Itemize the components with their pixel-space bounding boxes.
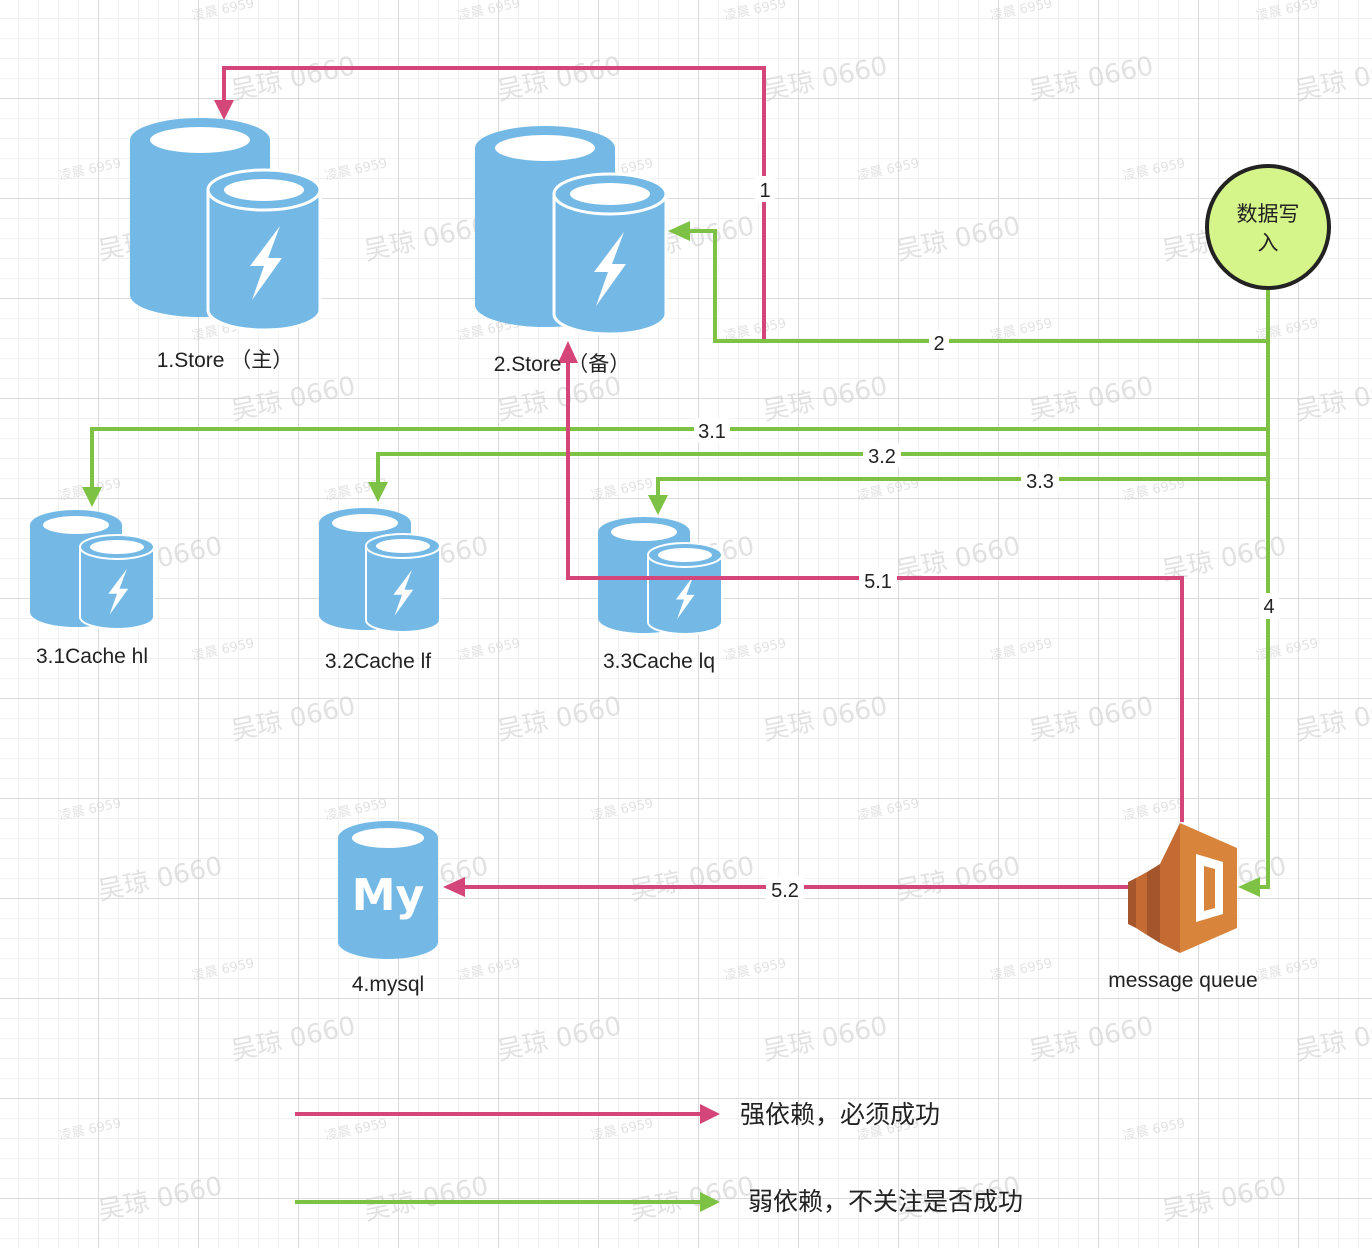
watermark-small: 凌晨 6959 (191, 0, 256, 24)
edge-2-label: 2 (933, 333, 944, 355)
watermark-large: 吴琼 0660 (893, 851, 1023, 907)
mysql-label: 4.mysql (352, 973, 424, 996)
mysql-icon: My (338, 821, 438, 959)
watermark-small: 凌晨 6959 (457, 0, 522, 24)
watermark-large: 吴琼 0660 (228, 371, 358, 427)
watermark-large: 吴琼 0660 (1292, 371, 1372, 427)
data-write-line2: 入 (1258, 232, 1279, 255)
watermark-small: 凌晨 6959 (856, 796, 921, 824)
watermark-large: 吴琼 0660 (95, 1171, 225, 1227)
watermark-small: 凌晨 6959 (1255, 636, 1320, 664)
watermark-small: 凌晨 6959 (723, 636, 788, 664)
store-backup-label: 2.Store （备） (494, 353, 631, 376)
watermark-large: 吴琼 0660 (1026, 1011, 1156, 1067)
edge-3-2 (368, 452, 1268, 502)
watermark-small: 凌晨 6959 (590, 476, 655, 504)
watermark-small: 凌晨 6959 (457, 636, 522, 664)
watermark-large: 吴琼 0660 (1026, 51, 1156, 107)
watermark-small: 凌晨 6959 (324, 796, 389, 824)
watermark-large: 吴琼 0660 (1026, 691, 1156, 747)
legend-strong-arrow (295, 1104, 720, 1124)
watermark-small: 凌晨 6959 (191, 636, 256, 664)
watermark-small: 凌晨 6959 (58, 1116, 123, 1144)
watermark-small: 凌晨 6959 (1122, 156, 1187, 184)
watermark-large: 吴琼 0660 (893, 211, 1023, 267)
watermark-small: 凌晨 6959 (856, 156, 921, 184)
edge-4-label: 4 (1263, 596, 1274, 618)
edge-4 (1238, 290, 1270, 897)
watermark-small: 凌晨 6959 (58, 796, 123, 824)
legend-weak-label: 弱依赖，不关注是否成功 (748, 1187, 1023, 1216)
cache-lq-label: 3.3Cache lq (603, 650, 715, 673)
watermark-small: 凌晨 6959 (989, 0, 1054, 24)
watermark-large: 吴琼 0660 (627, 1171, 757, 1227)
watermark-small: 凌晨 6959 (324, 156, 389, 184)
watermark-small: 凌晨 6959 (723, 0, 788, 24)
watermark-large: 吴琼 0660 (494, 51, 624, 107)
watermark-large: 吴琼 0660 (228, 691, 358, 747)
edge-3-3-label: 3.3 (1026, 471, 1054, 493)
watermark-large: 吴琼 0660 (494, 1011, 624, 1067)
edge-5-2-label: 5.2 (771, 880, 799, 902)
watermark-small: 凌晨 6959 (590, 796, 655, 824)
store-backup-icon (475, 126, 668, 336)
watermark-large: 吴琼 0660 (228, 51, 358, 107)
edge-1-label: 1 (759, 180, 770, 202)
watermark-large: 吴琼 0660 (494, 691, 624, 747)
legend: 强依赖，必须成功 弱依赖，不关注是否成功 (295, 1100, 1023, 1216)
watermark-large: 吴琼 0660 (228, 1011, 358, 1067)
cache-lf-icon (319, 508, 441, 633)
edge-3-2-label: 3.2 (868, 446, 896, 468)
watermark-small: 凌晨 6959 (989, 956, 1054, 984)
edge-5-1-label: 5.1 (864, 571, 892, 593)
watermark-large: 吴琼 0660 (494, 371, 624, 427)
watermark-large: 吴琼 0660 (627, 851, 757, 907)
watermark-small: 凌晨 6959 (324, 1116, 389, 1144)
watermark-large: 吴琼 0660 (1292, 51, 1372, 107)
watermark-large: 吴琼 0660 (361, 1171, 491, 1227)
data-write-line1: 数据写 (1237, 203, 1300, 226)
edge-3-1-label: 3.1 (698, 421, 726, 443)
watermark-small: 凌晨 6959 (1255, 0, 1320, 24)
data-write-node: 数据写 入 (1205, 164, 1331, 290)
watermark-small: 凌晨 6959 (457, 956, 522, 984)
legend-strong-label: 强依赖，必须成功 (740, 1100, 940, 1129)
cache-hl-icon (30, 510, 155, 630)
watermark-small: 凌晨 6959 (58, 156, 123, 184)
message-queue-icon (1128, 823, 1237, 953)
watermark-small: 凌晨 6959 (1122, 1116, 1187, 1144)
watermark-large: 吴琼 0660 (1026, 371, 1156, 427)
watermark-large: 吴琼 0660 (760, 51, 890, 107)
watermark-small: 凌晨 6959 (1122, 796, 1187, 824)
watermark-large: 吴琼 0660 (1292, 691, 1372, 747)
mysql-logo-text: My (352, 870, 424, 921)
watermark-large: 吴琼 0660 (760, 371, 890, 427)
watermark-large: 吴琼 0660 (361, 211, 491, 267)
cache-lq-icon (598, 517, 723, 635)
watermark-small: 凌晨 6959 (590, 1116, 655, 1144)
store-primary-icon (130, 118, 322, 332)
cache-hl-label: 3.1Cache hl (36, 645, 148, 668)
edge-1 (214, 66, 766, 340)
message-queue-label: message queue (1108, 969, 1257, 992)
watermark-small: 凌晨 6959 (191, 956, 256, 984)
watermark-large: 吴琼 0660 (1159, 1171, 1289, 1227)
watermark-large: 吴琼 0660 (95, 851, 225, 907)
cache-lf-label: 3.2Cache lf (325, 650, 431, 673)
edge-3-1 (82, 427, 1268, 507)
watermark-small: 凌晨 6959 (723, 956, 788, 984)
legend-weak-arrow (295, 1192, 720, 1212)
watermark-large: 吴琼 0660 (760, 1011, 890, 1067)
watermark-large: 吴琼 0660 (760, 691, 890, 747)
watermark-small: 凌晨 6959 (1255, 956, 1320, 984)
watermark-large: 吴琼 0660 (1292, 1011, 1372, 1067)
watermark-small: 凌晨 6959 (989, 636, 1054, 664)
store-primary-label: 1.Store （主） (157, 349, 294, 372)
edge-3-3 (648, 477, 1268, 515)
